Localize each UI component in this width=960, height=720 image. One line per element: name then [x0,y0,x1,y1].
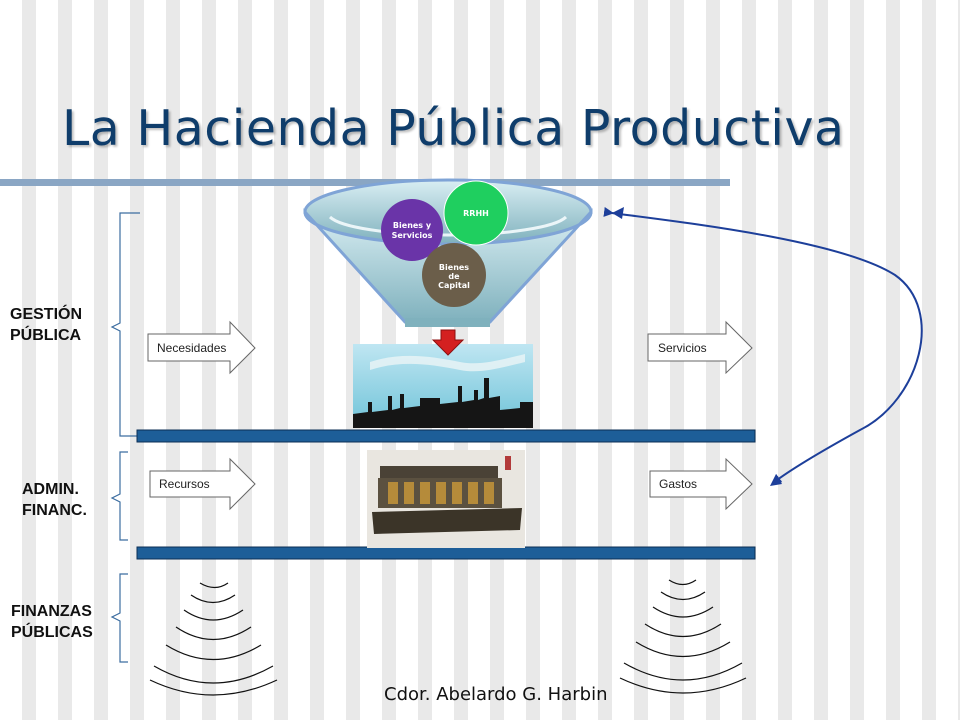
bienes-servicios-text-2: Servicios [392,231,433,240]
gestion-brace [110,212,140,437]
feedback-curved-arrow [603,206,923,485]
lower-band [136,546,756,560]
bienes-capital-circle [422,243,486,307]
gestion-label-line1: GESTIÓN [10,306,83,323]
left-ripple-arcs [149,582,278,696]
title-underline [0,179,730,186]
finanzas-label-line1: FINANZAS [11,603,92,620]
rrhh-circle [443,180,509,246]
recursos-arrow [149,457,256,511]
finanzas-brace [110,573,128,663]
admin-label-line2: FINANC. [22,502,87,519]
recursos-label: Recursos [159,477,210,491]
footer-author: Cdor. Abelardo G. Harbin [384,684,608,705]
bienes-capital-text-2: de [448,272,460,281]
gestion-label-line2: PÚBLICA [10,327,82,344]
necesidades-arrow [147,320,256,375]
finanzas-publicas-label: FINANZAS PÚBLICAS [11,601,93,643]
gastos-label: Gastos [659,477,698,491]
necesidades-label: Necesidades [157,341,227,355]
servicios-label: Servicios [658,341,707,355]
bienes-capital-text-3: Capital [438,281,470,290]
calculator-machine-picture [367,450,525,548]
bienes-servicios-circle [381,199,443,261]
admin-brace [110,451,128,541]
factory-picture [353,344,533,428]
finanzas-label-line2: PÚBLICAS [11,624,93,641]
bienes-servicios-text-1: Bienes y [393,221,432,230]
gestion-publica-label: GESTIÓN PÚBLICA [10,304,82,346]
funnel-down-arrow [431,329,465,356]
upper-band [136,429,756,443]
bienes-capital-text-1: Bienes [439,263,469,272]
slide-title: La Hacienda Pública Productiva [62,100,845,157]
admin-financ-label: ADMIN. FINANC. [22,479,87,521]
admin-label-line1: ADMIN. [22,481,79,498]
right-ripple-arcs [619,579,747,694]
rrhh-text: RRHH [463,209,489,218]
